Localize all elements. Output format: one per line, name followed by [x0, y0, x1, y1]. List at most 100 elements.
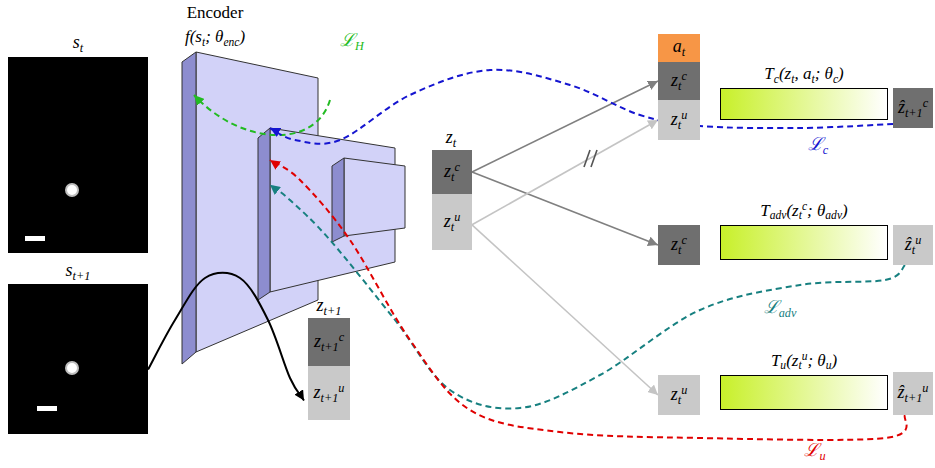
subscript: adv: [770, 210, 787, 223]
subscript: t+1: [324, 304, 342, 318]
heading-row: Tu(ztu; θu): [720, 349, 888, 375]
prediction: ẑt+1u: [893, 372, 933, 415]
subscript: t: [678, 118, 681, 132]
subscript: t: [811, 73, 814, 86]
loss-label: ℒH: [340, 30, 364, 50]
subscript: t+1: [905, 106, 923, 120]
latent-part: zt+1u: [308, 366, 350, 420]
latent-part: ztu: [658, 100, 700, 140]
heading-row: st: [8, 32, 148, 56]
subscript: t: [453, 136, 456, 150]
function-label: f(st; θenc): [185, 28, 245, 48]
superscript: c: [923, 96, 928, 110]
ball-glow: [65, 183, 79, 197]
superscript: c: [339, 330, 344, 344]
subscript: c: [774, 73, 779, 86]
latent-vector: zt+1 zt+1c zt+1u: [304, 296, 354, 422]
latent-part: ztc: [432, 150, 472, 194]
frame-image: st+1: [8, 260, 148, 434]
subscript: c: [833, 73, 838, 86]
heading-row: f(st; θenc): [160, 26, 270, 50]
superscript: u: [922, 381, 928, 395]
subscript: H: [355, 39, 364, 53]
node-heading: zt+1: [317, 296, 342, 317]
superscript: u: [454, 210, 460, 224]
paddle: [37, 406, 57, 411]
subscript: t: [451, 170, 454, 184]
node-label: ztu: [671, 109, 688, 131]
heading-row: zt: [428, 128, 474, 150]
connector-arrow: [472, 120, 658, 225]
node-label: ztc: [671, 234, 687, 256]
subscript: t: [678, 393, 681, 407]
loss-label: ℒu: [804, 440, 825, 460]
node-heading: st: [73, 33, 83, 54]
latent-part: ztu: [432, 194, 472, 250]
heading-row: st+1: [8, 260, 148, 284]
subscript: t: [202, 36, 205, 49]
connector-arrow: [472, 225, 658, 395]
node-label: ẑt+1u: [898, 382, 929, 404]
node-heading: Encoder: [187, 4, 244, 23]
node-label: ztu: [444, 211, 461, 233]
transition-model: Tc(zt, at; θc): [720, 62, 888, 120]
latent-part: ztc: [658, 62, 700, 100]
subscript: t+1: [73, 269, 91, 283]
node-label: ztc: [671, 70, 687, 92]
superscript: u: [681, 383, 687, 397]
superscript: c: [802, 200, 807, 213]
latent-part: ztu: [658, 375, 700, 415]
ball: [67, 363, 77, 373]
subscript: t: [678, 79, 681, 93]
transition-model: Tu(ztu; θu): [720, 349, 888, 410]
subscript: t: [682, 45, 685, 59]
superscript: u: [681, 108, 687, 122]
subscript: t+1: [321, 391, 339, 405]
node-heading: st+1: [66, 261, 91, 282]
node-heading: Tadv(ztc; θadv): [760, 201, 847, 222]
loss-label-patch: ℒc: [806, 135, 830, 156]
latent-vector: zt ztc ztu: [428, 128, 474, 254]
node-label: ẑt+1c: [898, 97, 928, 119]
frame-image: [8, 284, 148, 434]
superscript: u: [338, 381, 344, 395]
subscript: u: [819, 449, 825, 463]
subscript: u: [826, 360, 832, 373]
heading-row: zt+1: [304, 296, 354, 318]
adversarial-model: Tadv(ztc; θadv): [720, 199, 888, 260]
conv-layer-side: [182, 52, 196, 364]
conv-layer-side: [258, 128, 270, 300]
frame-image: st: [8, 32, 148, 254]
loss-label: ℒc: [808, 134, 828, 154]
encoder-network: Encoder f(st; θenc): [160, 0, 270, 366]
subscript: enc: [223, 36, 239, 49]
node-heading: zt: [446, 128, 456, 149]
subscript: t: [912, 243, 915, 257]
ball: [67, 185, 77, 195]
model-bar: [720, 225, 888, 260]
node-label: zt+1c: [314, 331, 344, 353]
frame-image: [8, 57, 148, 253]
superscript: c: [454, 160, 459, 174]
node-label: ztc: [444, 161, 460, 183]
node-heading: Tc(zt, at; θc): [764, 65, 843, 85]
subscript: t: [80, 41, 83, 55]
node-label: ztu: [671, 384, 688, 406]
superscript: c: [681, 69, 686, 83]
conv-layer: [344, 158, 405, 236]
stop-gradient-mark: [584, 150, 590, 167]
stop-gradient-mark: [591, 150, 597, 167]
heading-row: Encoder: [160, 0, 270, 26]
subscript: u: [780, 360, 786, 373]
latent-part: zt+1c: [308, 318, 350, 366]
connector-arrow: [148, 273, 304, 401]
subscript: c: [823, 143, 828, 157]
superscript: u: [915, 233, 921, 247]
heading-row: Tc(zt, at; θc): [720, 62, 888, 88]
loss-label-patch: ℒu: [802, 441, 827, 462]
subscript: t: [798, 360, 801, 373]
subscript: adv: [825, 210, 842, 223]
entropy-loss-path: [194, 95, 330, 135]
superscript: c: [681, 233, 686, 247]
